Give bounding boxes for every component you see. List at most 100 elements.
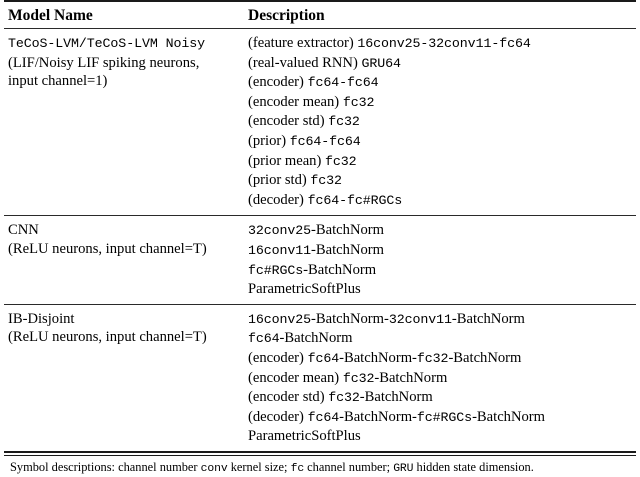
text-span: CNN bbox=[8, 222, 39, 239]
text-span: Symbol descriptions: channel number bbox=[10, 459, 201, 474]
description-line: (decoder) fc64-BatchNorm-fc#RGCs-BatchNo… bbox=[248, 408, 632, 428]
model-name-line: (LIF/Noisy LIF spiking neurons, bbox=[8, 54, 242, 73]
text-span: -BatchNorm- bbox=[339, 408, 417, 425]
description-line: (encoder mean) fc32 bbox=[248, 93, 632, 113]
text-span: (decoder) bbox=[248, 408, 308, 425]
code-span: fc32 bbox=[416, 350, 449, 366]
row-separator-rule bbox=[4, 215, 636, 217]
model-name-line: (ReLU neurons, input channel=T) bbox=[8, 328, 242, 347]
cell-description: (feature extractor) 16conv25-32conv11-fc… bbox=[248, 34, 636, 210]
description-line: (encoder mean) fc32-BatchNorm bbox=[248, 369, 632, 389]
description-line: 32conv25-BatchNorm bbox=[248, 221, 632, 241]
code-span: 16conv25 bbox=[248, 311, 312, 327]
text-span: input channel=1) bbox=[8, 73, 108, 90]
model-name-line: input channel=1) bbox=[8, 72, 242, 91]
code-span: fc32 bbox=[325, 153, 357, 169]
description-line: (prior) fc64-fc64 bbox=[248, 132, 632, 152]
text-span: -BatchNorm bbox=[303, 261, 377, 278]
code-span: 16conv11 bbox=[248, 242, 312, 258]
code-span: fc64-fc64 bbox=[307, 75, 379, 91]
code-span: fc32 bbox=[328, 390, 360, 406]
text-span: (encoder mean) bbox=[248, 93, 343, 110]
text-span: IB-Disjoint bbox=[8, 310, 75, 327]
code-span: GRU bbox=[393, 462, 414, 475]
text-span: -BatchNorm bbox=[472, 408, 546, 425]
text-span: -BatchNorm bbox=[359, 389, 433, 406]
code-span: fc bbox=[290, 462, 305, 475]
description-line: (real-valued RNN) GRU64 bbox=[248, 54, 632, 74]
code-span: fc#RGCs bbox=[416, 409, 473, 425]
text-span: ParametricSoftPlus bbox=[248, 428, 361, 445]
description-line: fc#RGCs-BatchNorm bbox=[248, 261, 632, 281]
text-span: (LIF/Noisy LIF spiking neurons, bbox=[8, 54, 200, 71]
text-span: hidden state dimension. bbox=[413, 459, 534, 474]
text-span: (prior) bbox=[248, 132, 290, 149]
text-span: (encoder mean) bbox=[248, 369, 343, 386]
table-footnote: Symbol descriptions: channel number conv… bbox=[4, 456, 636, 477]
code-span: fc64 bbox=[307, 350, 340, 366]
model-name-line: CNN bbox=[8, 221, 242, 240]
code-span: fc32 bbox=[342, 94, 375, 110]
text-span: -BatchNorm bbox=[279, 330, 353, 347]
model-name-line: (ReLU neurons, input channel=T) bbox=[8, 240, 242, 259]
code-span: 32conv11 bbox=[388, 311, 452, 327]
description-line: (encoder std) fc32 bbox=[248, 112, 632, 132]
description-line: (feature extractor) 16conv25-32conv11-fc… bbox=[248, 34, 632, 54]
text-span: (prior std) bbox=[248, 172, 311, 189]
code-span: fc64-fc#RGCs bbox=[307, 192, 403, 208]
text-span: -BatchNorm bbox=[311, 222, 384, 239]
text-span: (decoder) bbox=[248, 191, 308, 208]
description-line: 16conv11-BatchNorm bbox=[248, 241, 632, 261]
text-span: (encoder std) bbox=[248, 389, 329, 406]
description-line: (prior mean) fc32 bbox=[248, 152, 632, 172]
table-top-rule bbox=[4, 0, 636, 2]
code-span: fc64 bbox=[307, 409, 340, 425]
text-span: -BatchNorm- bbox=[339, 349, 417, 366]
description-line: (encoder std) fc32-BatchNorm bbox=[248, 388, 632, 408]
cell-model-name: CNN(ReLU neurons, input channel=T) bbox=[4, 221, 248, 258]
row-separator-rule bbox=[4, 303, 636, 305]
text-span: (ReLU neurons, input channel=T) bbox=[8, 329, 207, 346]
text-span: channel number; bbox=[304, 459, 394, 474]
table-row: IB-Disjoint (ReLU neurons, input channel=… bbox=[4, 305, 636, 451]
text-span: -BatchNorm bbox=[374, 369, 448, 386]
column-header-model-name: Model Name bbox=[8, 7, 93, 24]
description-line: (prior std) fc32 bbox=[248, 171, 632, 191]
description-line: (encoder) fc64-BatchNorm-fc32-BatchNorm bbox=[248, 349, 632, 369]
cell-model-name: IB-Disjoint (ReLU neurons, input channel=… bbox=[4, 310, 248, 347]
table-row: CNN(ReLU neurons, input channel=T)32conv… bbox=[4, 216, 636, 303]
code-span: fc32 bbox=[328, 114, 360, 130]
text-span: kernel size; bbox=[227, 459, 291, 474]
text-span: (feature extractor) bbox=[248, 35, 358, 51]
code-span: fc32 bbox=[310, 173, 342, 189]
text-span: -BatchNorm- bbox=[311, 310, 389, 327]
description-line: (decoder) fc64-fc#RGCs bbox=[248, 191, 632, 211]
code-span: fc#RGCs bbox=[248, 262, 304, 278]
text-span: -BatchNorm bbox=[311, 241, 384, 258]
description-line: fc64-BatchNorm bbox=[248, 329, 632, 349]
cell-model-name: TeCoS-LVM/TeCoS-LVM Noisy(LIF/Noisy LIF … bbox=[4, 34, 248, 91]
text-span: (encoder) bbox=[248, 349, 308, 366]
description-line: (encoder) fc64-fc64 bbox=[248, 73, 632, 93]
code-span: fc32 bbox=[342, 370, 375, 386]
text-span: (real-valued RNN) bbox=[248, 54, 362, 71]
model-name-line: IB-Disjoint bbox=[8, 310, 242, 329]
column-header-description: Description bbox=[248, 7, 325, 24]
code-span: 16conv25-32conv11-fc64 bbox=[357, 36, 531, 51]
code-span: GRU64 bbox=[361, 55, 401, 71]
description-line: 16conv25-BatchNorm-32conv11-BatchNorm bbox=[248, 310, 632, 330]
table-row: TeCoS-LVM/TeCoS-LVM Noisy(LIF/Noisy LIF … bbox=[4, 29, 636, 215]
header-separator-rule bbox=[4, 28, 636, 29]
text-span: -BatchNorm bbox=[451, 310, 525, 327]
text-span: (encoder) bbox=[248, 74, 308, 91]
description-line: ParametricSoftPlus bbox=[248, 280, 632, 299]
text-span: (prior mean) bbox=[248, 152, 325, 169]
code-span: conv bbox=[200, 462, 228, 475]
text-span: ParametricSoftPlus bbox=[248, 281, 361, 298]
table-body: TeCoS-LVM/TeCoS-LVM Noisy(LIF/Noisy LIF … bbox=[4, 29, 636, 451]
text-span: -BatchNorm bbox=[448, 349, 522, 366]
code-span: 32conv25 bbox=[248, 223, 312, 239]
